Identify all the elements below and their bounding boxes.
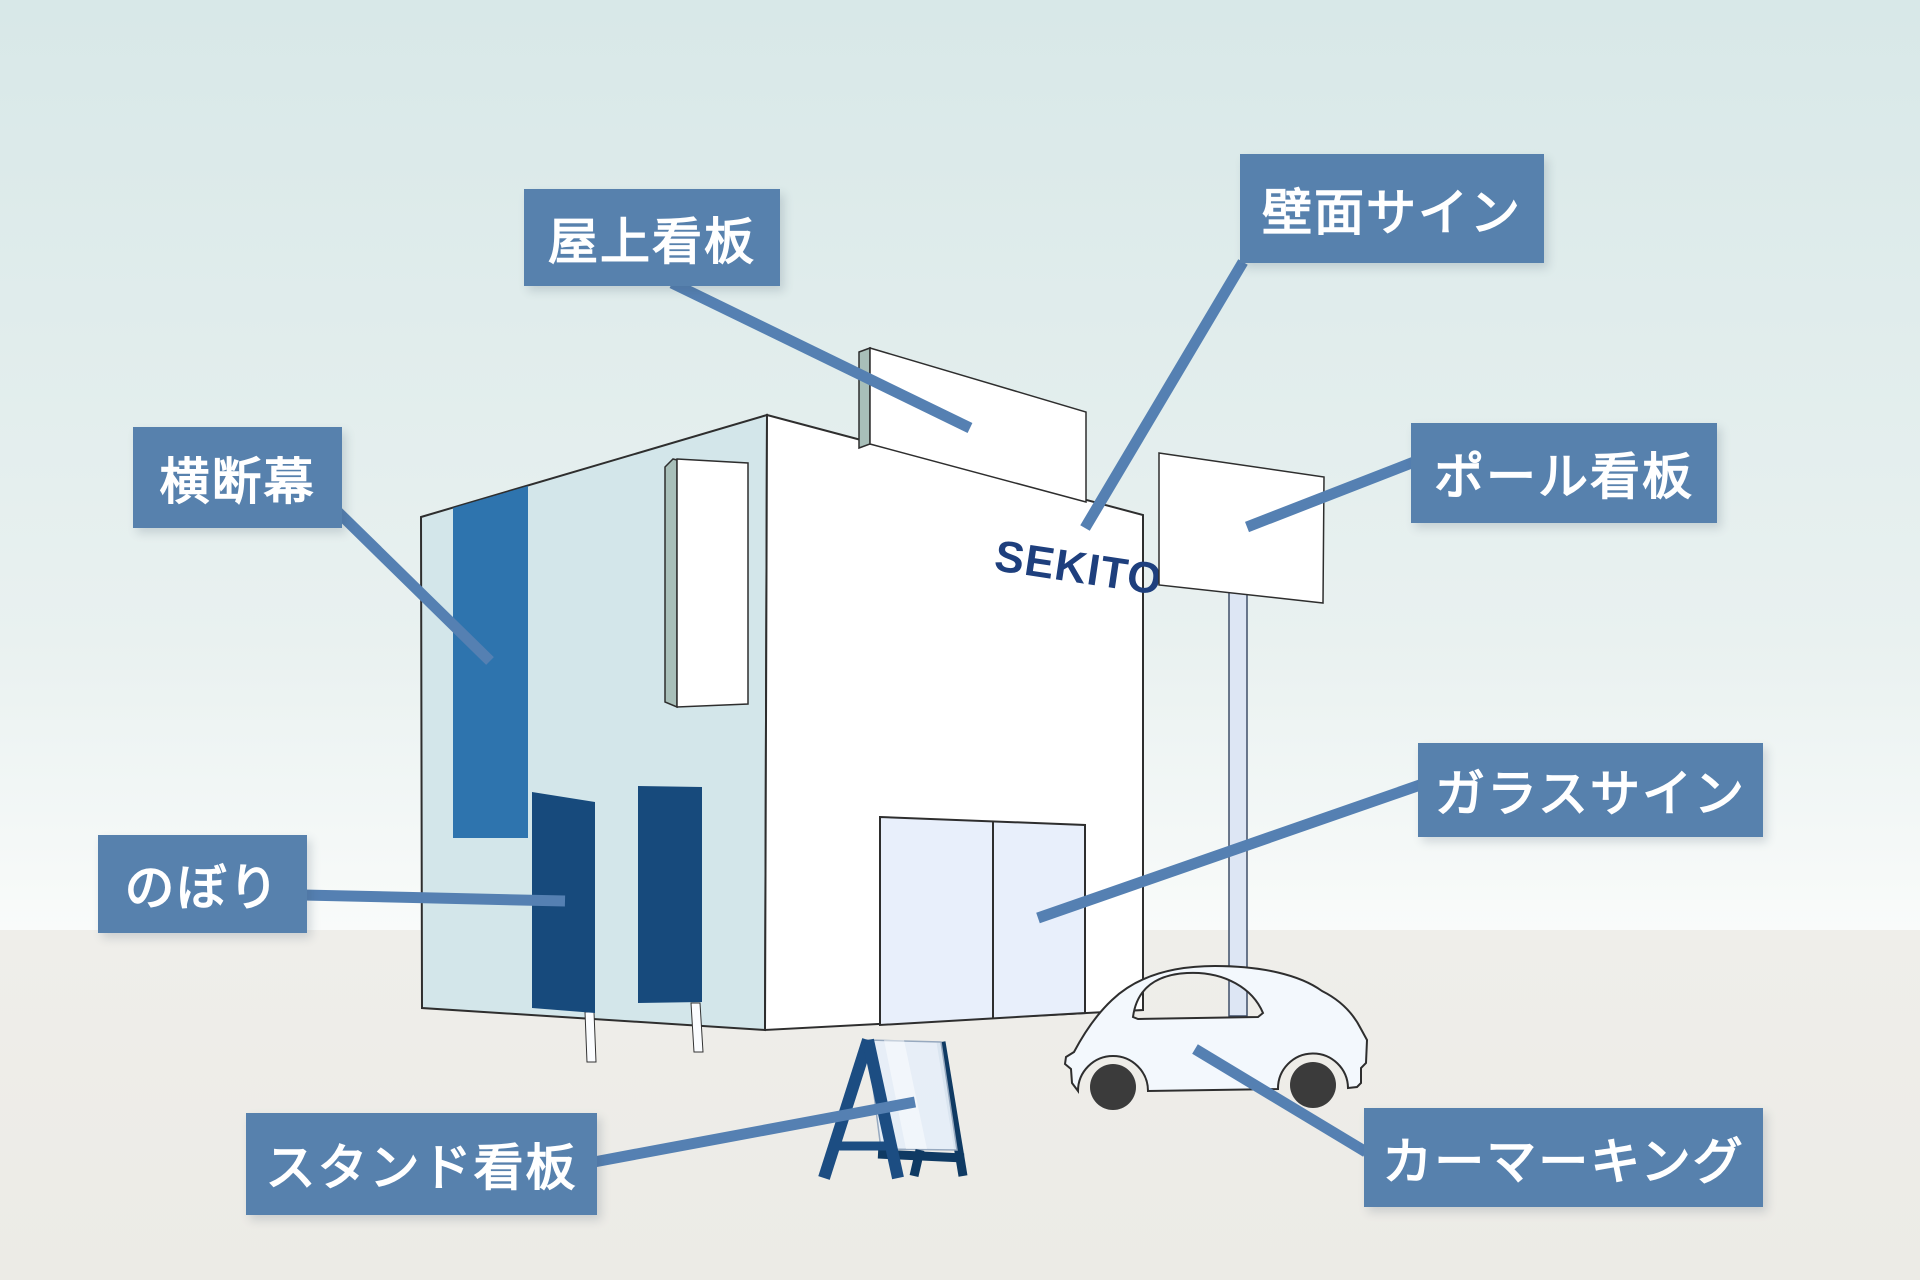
leader-glass	[1036, 779, 1422, 924]
label-pole-sign: ポール看板	[1411, 423, 1717, 523]
label-stand-sign: スタンド看板	[246, 1113, 597, 1215]
pole-sign-face	[1158, 452, 1325, 604]
car-wheel-rear	[1290, 1062, 1336, 1108]
nobori-flag	[638, 786, 702, 1003]
leader-wall	[1080, 259, 1248, 531]
label-car-marking: カーマーキング	[1364, 1108, 1763, 1207]
stand-front-leg-left	[818, 1038, 874, 1180]
nobori-flags	[532, 786, 704, 1063]
rooftop-sign-side	[858, 346, 871, 450]
entrance-glass	[879, 815, 1086, 1027]
leader-pole	[1245, 456, 1416, 533]
leader-stand	[592, 1096, 917, 1168]
sign-pole	[1228, 586, 1248, 1017]
wall-vertical-sign-face	[676, 458, 749, 708]
nobori-pole	[690, 1002, 704, 1053]
wall-vertical-sign-side	[664, 458, 678, 709]
banner-graphic	[453, 486, 528, 838]
leader-car	[1192, 1044, 1369, 1157]
label-banner: 横断幕	[133, 427, 342, 528]
leader-nobori	[302, 889, 566, 907]
wall-vertical-sign	[664, 458, 749, 709]
pole-sign	[1158, 452, 1325, 1017]
label-glass-sign: ガラスサイン	[1418, 743, 1763, 837]
label-rooftop-sign: 屋上看板	[524, 189, 780, 286]
leader-rooftop	[669, 278, 973, 433]
label-nobori: のぼり	[98, 835, 307, 933]
stand-panel-sheen	[884, 1040, 927, 1149]
car-wheel-front	[1090, 1064, 1136, 1110]
rooftop-sign-face	[869, 346, 1087, 503]
nobori-pole	[584, 1011, 597, 1063]
entrance-glass-doors	[879, 815, 1086, 1027]
label-wall-sign: 壁面サイン	[1240, 154, 1544, 263]
leader-lines	[302, 259, 1422, 1168]
car-graphic	[1063, 964, 1369, 1110]
a-frame-stand	[818, 1038, 968, 1180]
leader-banner	[334, 508, 494, 665]
car-body	[1063, 964, 1369, 1094]
